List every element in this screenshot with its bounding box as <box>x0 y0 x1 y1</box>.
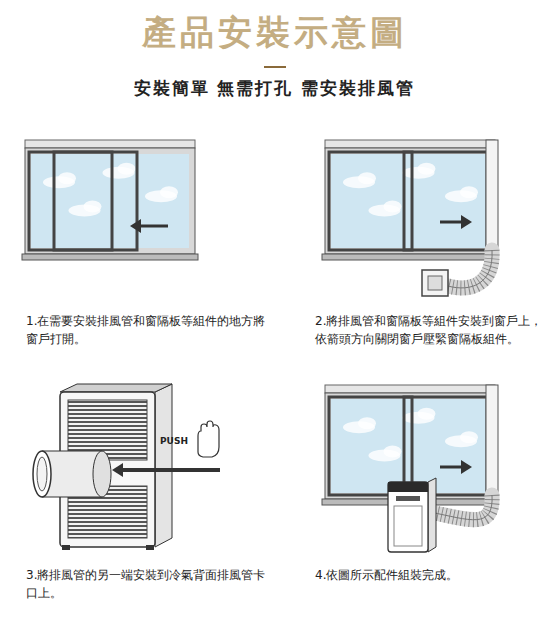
open-window <box>22 140 198 260</box>
subtitle: 安裝簡單 無需打孔 需安裝排風管 <box>0 76 549 102</box>
installed-window <box>322 385 498 552</box>
page-title: 產品安裝示意圖 <box>0 10 549 56</box>
step-caption: 2.將排風管和窗隔板等組件安裝到窗戶上，依箭頭方向關閉窗戶壓緊窗隔板組件。 <box>315 312 545 348</box>
step-caption: 3.將排風管的另一端安裝到冷氣背面排風管卡口上。 <box>26 566 266 602</box>
step-caption: 1.在需要安裝排風管和窗隔板等組件的地方將窗戶打開。 <box>26 312 266 348</box>
ac-unit-push <box>33 384 220 550</box>
window-with-kit <box>322 140 498 296</box>
step-caption: 4.依圖所示配件組裝完成。 <box>315 566 545 584</box>
title-dash <box>264 66 286 68</box>
push-label: PUSH <box>160 436 196 447</box>
